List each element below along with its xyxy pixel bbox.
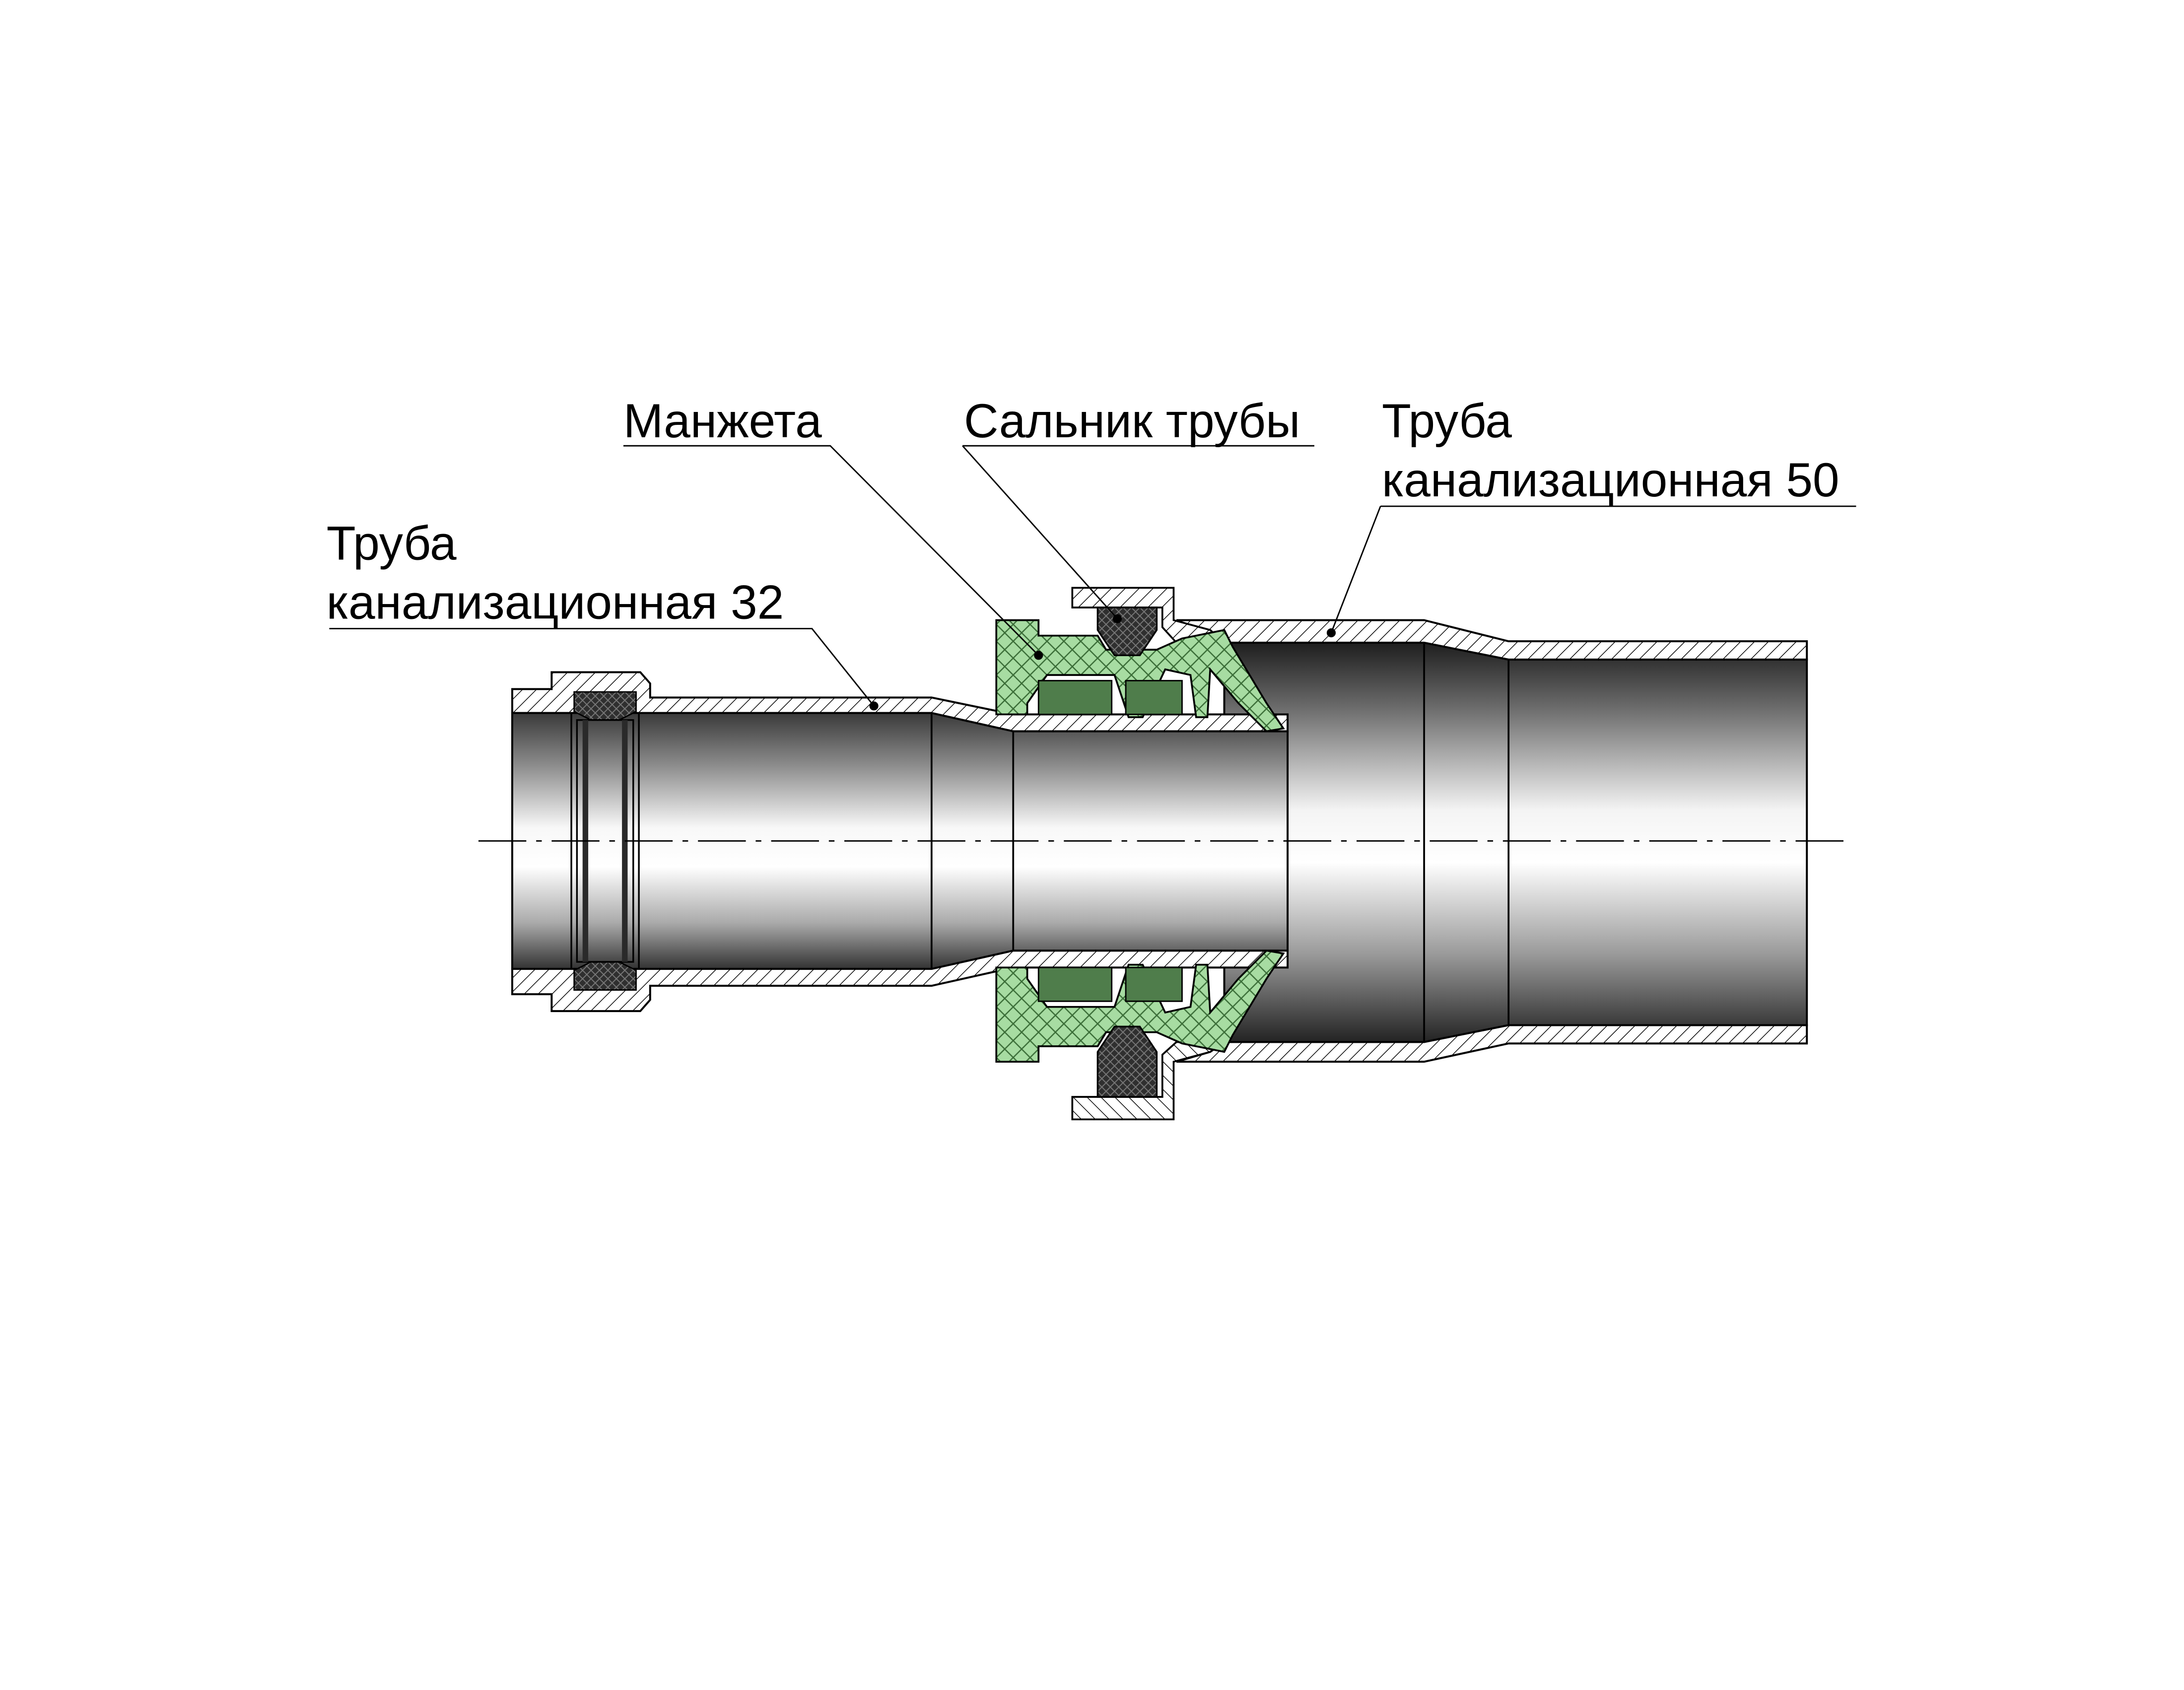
label-cuff: Манжета [623,395,822,448]
label-pipe50-line1: Труба [1382,395,1512,448]
label-pipe32-line2: канализационная 32 [327,576,784,629]
label-gland: Сальник трубы [964,395,1300,448]
label-pipe32-line1: Труба [327,517,457,570]
seal-assembly-bottom [995,949,1285,1121]
leader-lines [329,445,1856,707]
pipe-32-oring-top [573,691,637,721]
pipe-32-oring-bottom [573,961,637,991]
pipe-32 [511,671,1289,1013]
leader-dots [869,614,1336,711]
pipe-32-socket-top [511,671,1289,733]
label-pipe50-line2: канализационная 50 [1382,454,1840,507]
pipe-50-bore [1223,641,1808,1043]
pipe-32-socket-bottom [511,949,1289,1013]
gland-rubber-top [1096,607,1158,657]
seal-assembly-top [995,587,1285,733]
